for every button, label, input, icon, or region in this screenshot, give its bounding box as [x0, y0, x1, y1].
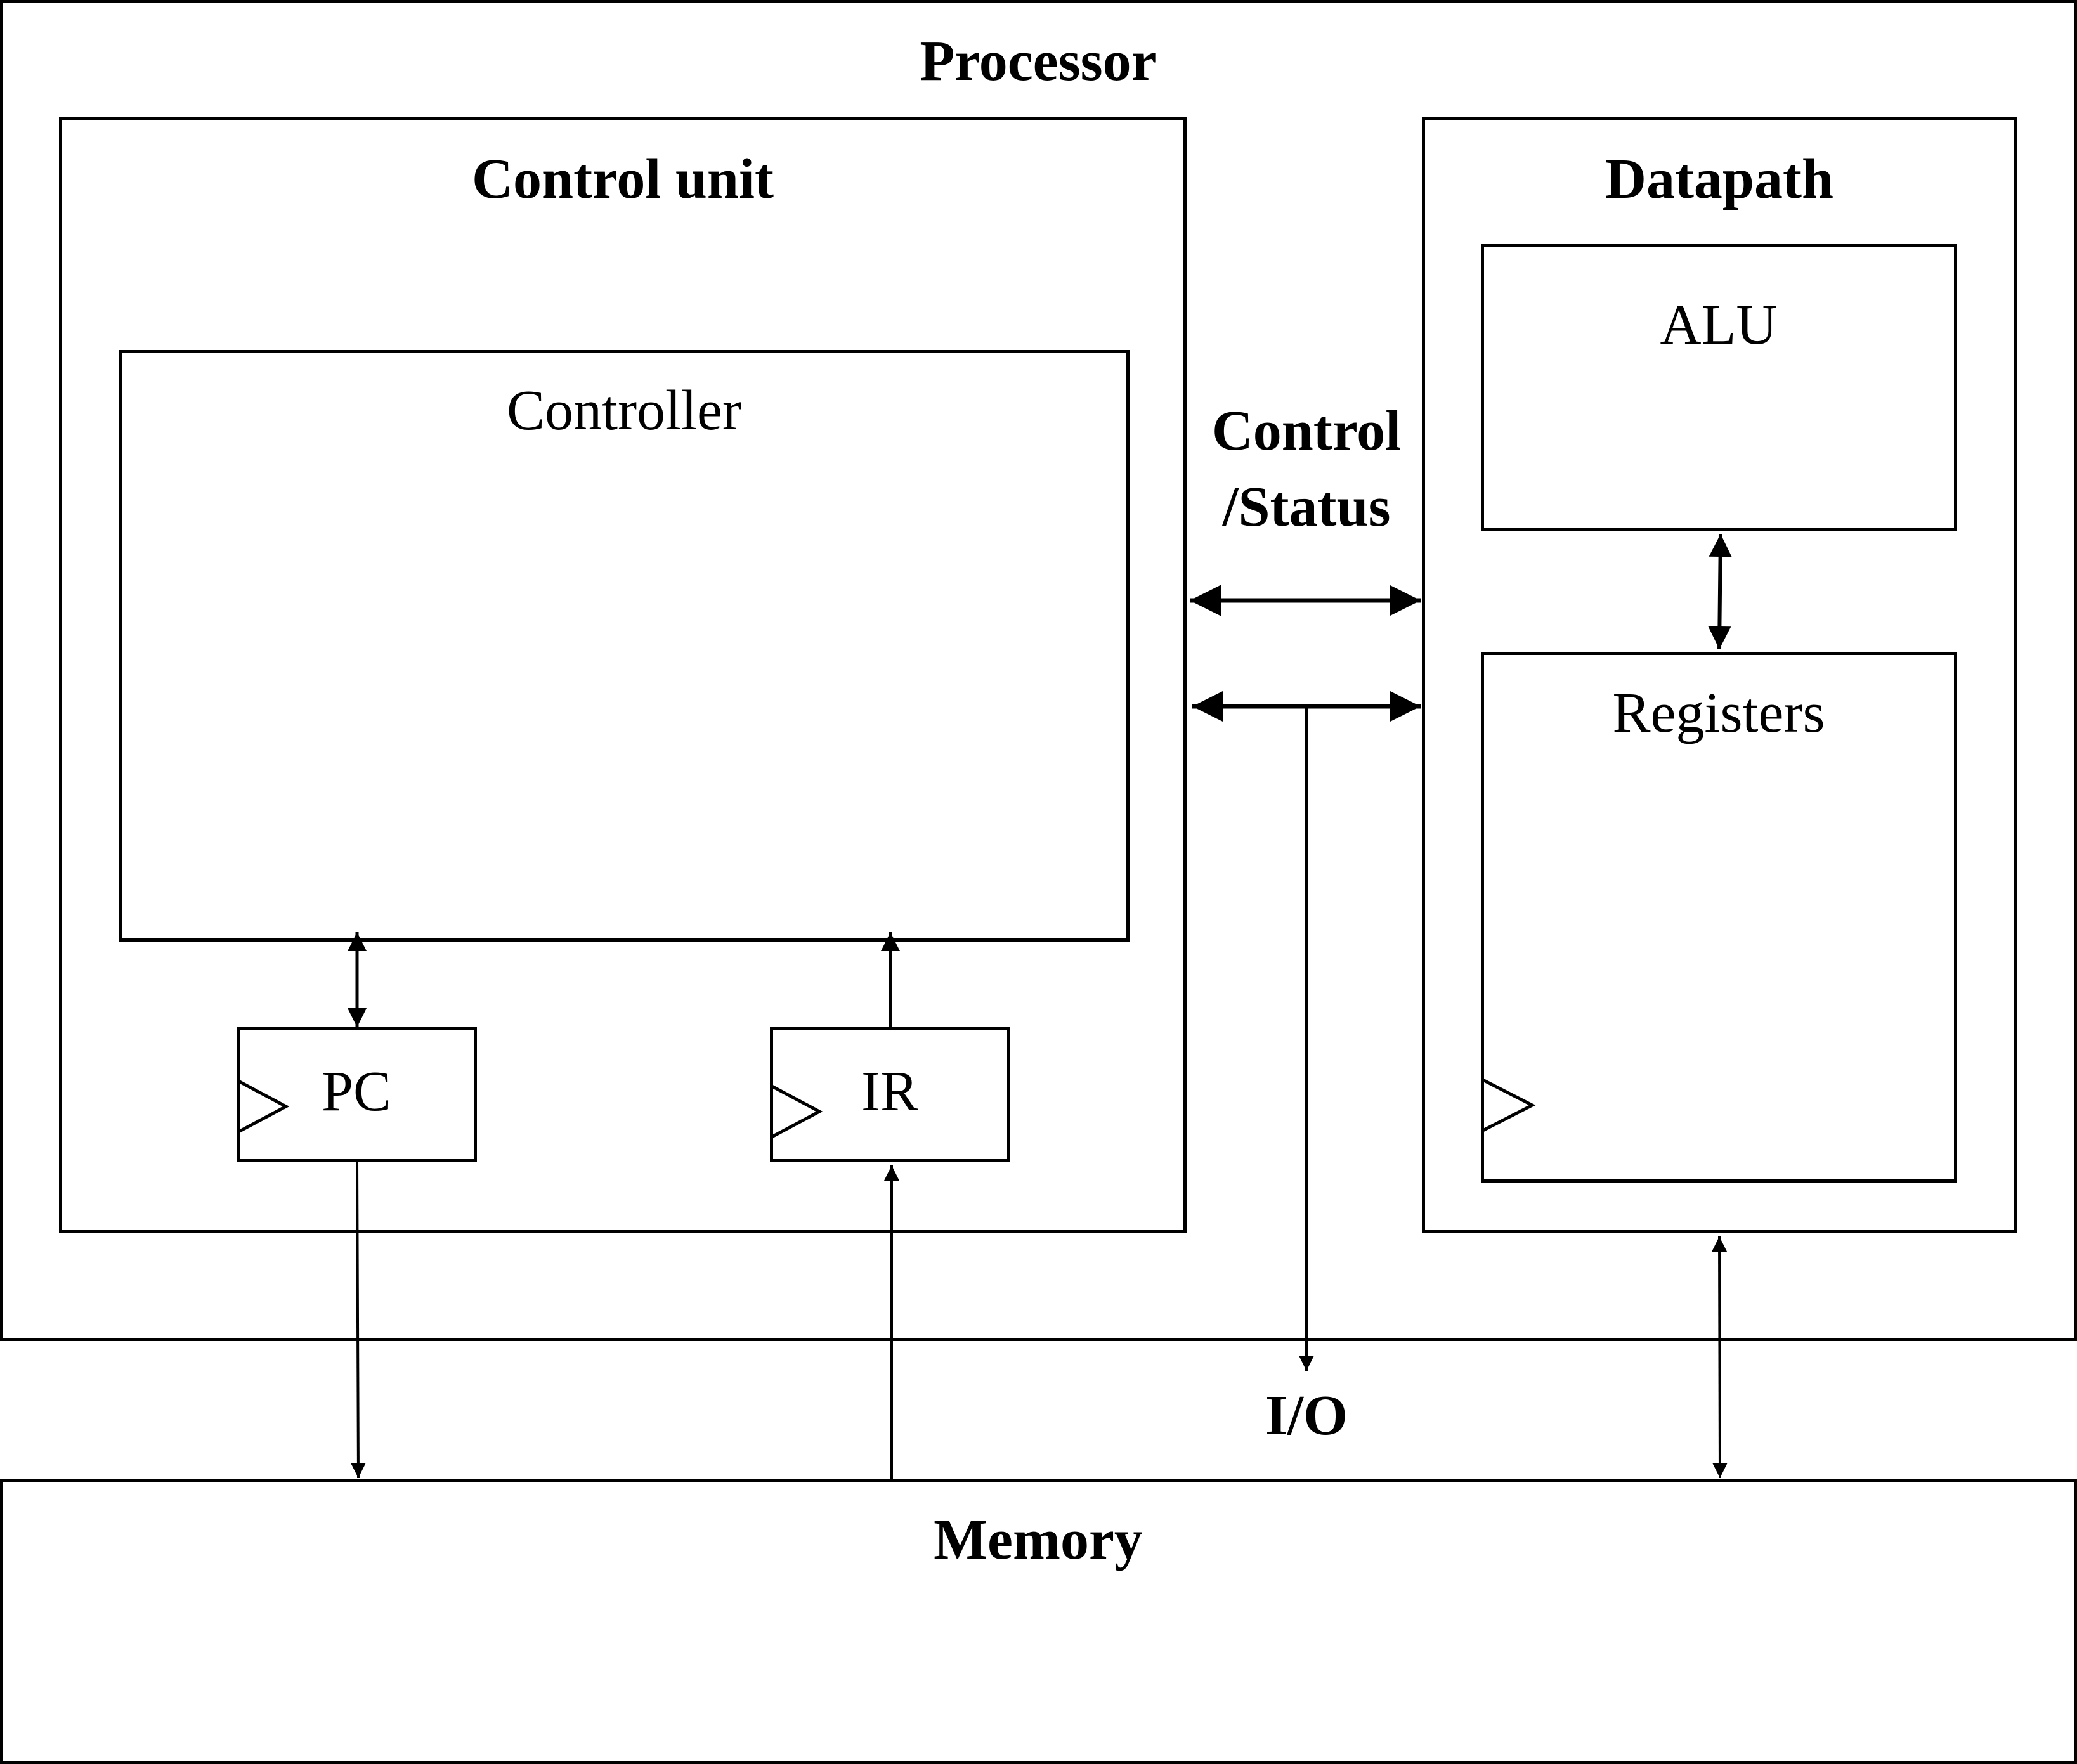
- ir-clock-icon: [771, 1084, 823, 1139]
- datapath-box: [1422, 117, 2017, 1233]
- pc-clock-icon: [237, 1079, 290, 1134]
- ir-register-box: [770, 1027, 1010, 1162]
- controller-label: Controller: [507, 379, 741, 442]
- control-status-label-line1: Control: [1211, 399, 1402, 462]
- pc-register-box: [237, 1027, 477, 1162]
- io-label: I/O: [1265, 1384, 1348, 1447]
- control-unit-label: Control unit: [472, 148, 774, 211]
- registers-label: Registers: [1612, 682, 1825, 744]
- alu-label: ALU: [1660, 294, 1778, 356]
- controller-box: [119, 350, 1130, 942]
- registers-clock-icon: [1481, 1078, 1536, 1132]
- alu-box: [1481, 244, 1957, 531]
- alu-registers-arrow: [1708, 533, 1732, 650]
- processor-box: [0, 0, 2077, 1341]
- memory-box: [0, 1479, 2077, 1764]
- datapath-memory-arrow: [1712, 1236, 1728, 1479]
- processor-label: Processor: [920, 30, 1157, 93]
- datapath-label: Datapath: [1605, 148, 1834, 211]
- memory-label: Memory: [934, 1508, 1143, 1571]
- ir-label: IR: [861, 1060, 918, 1123]
- pc-label: PC: [321, 1060, 392, 1123]
- registers-box: [1481, 652, 1957, 1183]
- pc-memory-arrow: [350, 1162, 366, 1479]
- control-status-label-line2: /Status: [1222, 476, 1391, 538]
- control-unit-box: [59, 117, 1187, 1233]
